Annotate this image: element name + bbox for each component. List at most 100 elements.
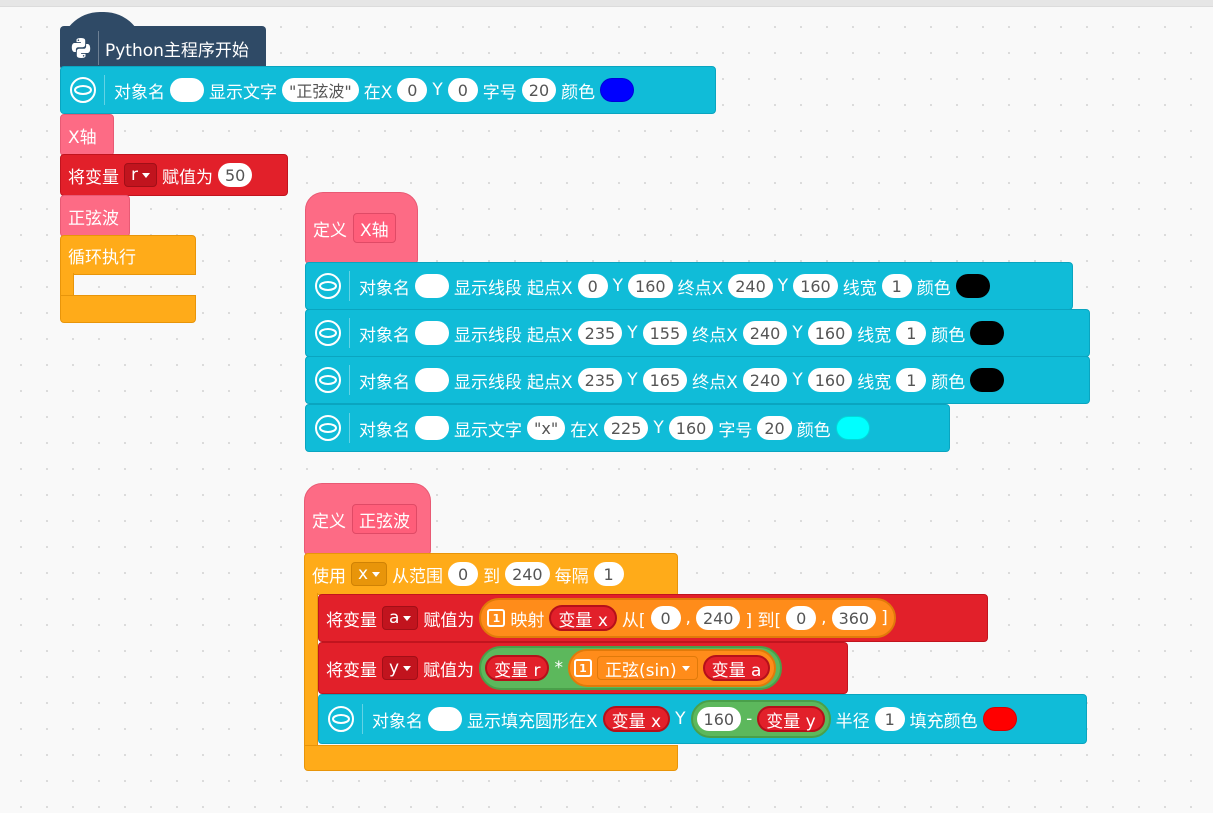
range-label: 从范围 — [392, 566, 444, 587]
display-line-block[interactable]: 对象名 显示线段 起点X 235 Y 165 终点X 240 Y 160 线宽 … — [305, 356, 1090, 404]
chevron-down-icon — [403, 615, 412, 621]
loop-variable-dropdown[interactable]: x — [351, 562, 388, 586]
for-range-block[interactable]: 使用 x 从范围 0 到 240 每隔 1 — [304, 553, 678, 771]
width-input[interactable]: 1 — [881, 274, 912, 298]
from-max-input[interactable]: 240 — [695, 606, 741, 630]
color-picker[interactable] — [835, 416, 870, 440]
variable-dropdown[interactable]: r — [124, 163, 157, 187]
obj-name-input[interactable] — [415, 321, 449, 345]
color-picker[interactable] — [970, 321, 1005, 345]
display-icon — [326, 704, 363, 734]
set-prefix: 将变量 — [68, 167, 119, 188]
sine-prototype[interactable]: 正弦波 — [352, 504, 417, 534]
display-line-block[interactable]: 对象名 显示线段 起点X 235 Y 155 终点X 240 Y 160 线宽 … — [305, 309, 1090, 357]
define-xaxis-hat[interactable]: 定义 X轴 — [305, 192, 418, 264]
color-picker[interactable] — [600, 78, 635, 102]
action-label: 显示线段 — [454, 325, 522, 346]
display-filled-circle-block[interactable]: 对象名 显示填充圆形在X 变量 x Y 160 - 变量 y 半径 1 填充颜色 — [318, 694, 1087, 744]
range-start-input[interactable]: 0 — [448, 562, 479, 586]
end-x-input[interactable]: 240 — [728, 274, 773, 298]
sin-reporter[interactable]: 1 正弦(sin) 变量 a — [567, 649, 777, 687]
action-label: 显示文字 — [454, 420, 522, 441]
variable-r-reporter[interactable]: 变量 r — [485, 655, 550, 681]
end-x-label: 终点X — [677, 278, 724, 299]
start-y-input[interactable]: 155 — [642, 321, 688, 345]
size-input[interactable]: 20 — [521, 78, 557, 102]
xaxis-prototype[interactable]: X轴 — [353, 213, 396, 243]
to-max-input[interactable]: 360 — [831, 606, 877, 630]
end-y-input[interactable]: 160 — [807, 368, 853, 392]
python-logo-icon — [64, 31, 99, 65]
start-y-input[interactable]: 165 — [642, 368, 688, 392]
x-input[interactable]: 0 — [397, 78, 428, 102]
obj-name-input[interactable] — [415, 416, 449, 440]
subtract-left-input[interactable]: 160 — [696, 707, 742, 731]
text-input[interactable]: "正弦波" — [282, 78, 359, 102]
to-label: ] 到[ — [745, 610, 782, 631]
color-picker[interactable] — [970, 368, 1005, 392]
obj-name-input[interactable] — [415, 368, 449, 392]
start-x-input[interactable]: 235 — [577, 368, 623, 392]
set-variable-a-block[interactable]: 将变量 a 赋值为 1 映射 变量 x 从[ 0 , 240 ] 到[ 0 , … — [318, 594, 988, 642]
start-x-input[interactable]: 235 — [577, 321, 623, 345]
y-input[interactable]: 0 — [447, 78, 478, 102]
set-variable-r-block[interactable]: 将变量 r 赋值为 50 — [60, 154, 288, 196]
python-main-hat[interactable]: Python主程序开始 — [60, 12, 266, 70]
display-icon — [313, 271, 350, 301]
display-text-block[interactable]: 对象名 显示文字 "x" 在X 225 Y 160 字号 20 颜色 — [305, 404, 950, 452]
width-input[interactable]: 1 — [896, 368, 927, 392]
obj-name-input[interactable] — [428, 707, 462, 731]
end-y-input[interactable]: 160 — [807, 321, 853, 345]
display-line-block[interactable]: 对象名 显示线段 起点X 0 Y 160 终点X 240 Y 160 线宽 1 … — [305, 262, 1073, 310]
obj-name-input[interactable] — [415, 274, 449, 298]
variable-x-reporter[interactable]: 变量 x — [602, 706, 671, 732]
color-picker[interactable] — [955, 274, 990, 298]
main-hat-label: Python主程序开始 — [105, 40, 249, 61]
forever-loop-block[interactable]: 循环执行 — [60, 235, 196, 323]
size-input[interactable]: 20 — [757, 416, 792, 440]
math-function-dropdown[interactable]: 正弦(sin) — [596, 656, 698, 681]
from-min-input[interactable]: 0 — [650, 606, 681, 630]
multiply-operator: * — [554, 658, 563, 678]
radius-input[interactable]: 1 — [874, 707, 905, 731]
display-text-block[interactable]: 对象名 显示文字 "正弦波" 在X 0 Y 0 字号 20 颜色 — [60, 66, 716, 114]
define-label: 定义 — [312, 511, 346, 532]
multiply-reporter[interactable]: 变量 r * 1 正弦(sin) 变量 a — [479, 646, 783, 690]
call-sine-block[interactable]: 正弦波 — [60, 195, 130, 237]
set-prefix: 将变量 — [326, 660, 377, 681]
step-input[interactable]: 1 — [593, 562, 624, 586]
variable-dropdown[interactable]: a — [382, 606, 419, 630]
y-label: Y — [675, 709, 686, 729]
end-y-input[interactable]: 160 — [793, 274, 838, 298]
start-x-label: 起点X — [527, 325, 573, 346]
map-reporter[interactable]: 1 映射 变量 x 从[ 0 , 240 ] 到[ 0 , 360 ] — [479, 598, 896, 638]
variable-x-reporter[interactable]: 变量 x — [549, 605, 617, 631]
chevron-down-icon — [142, 172, 150, 178]
end-x-input[interactable]: 240 — [742, 321, 788, 345]
start-y-input[interactable]: 160 — [628, 274, 673, 298]
display-icon — [313, 365, 350, 395]
call-xaxis-block[interactable]: X轴 — [60, 114, 114, 156]
color-picker[interactable] — [982, 707, 1017, 731]
width-input[interactable]: 1 — [896, 321, 927, 345]
value-input[interactable]: 50 — [218, 163, 253, 187]
obj-name-input[interactable] — [170, 78, 204, 102]
end-x-input[interactable]: 240 — [742, 368, 788, 392]
set-variable-y-block[interactable]: 将变量 y 赋值为 变量 r * 1 正弦(sin) 变量 a — [318, 642, 848, 694]
variable-y-reporter[interactable]: 变量 y — [757, 706, 825, 732]
subtract-reporter[interactable]: 160 - 变量 y — [690, 700, 831, 738]
variable-a-reporter[interactable]: 变量 a — [702, 655, 771, 681]
close-bracket: ] — [881, 608, 888, 628]
start-x-input[interactable]: 0 — [577, 274, 608, 298]
range-end-input[interactable]: 240 — [505, 562, 550, 586]
to-min-input[interactable]: 0 — [786, 606, 817, 630]
y-input[interactable]: 160 — [668, 416, 714, 440]
end-x-label: 终点X — [692, 325, 738, 346]
from-label: 从[ — [621, 610, 646, 631]
y-label: Y — [777, 276, 789, 296]
text-input[interactable]: "x" — [527, 416, 566, 440]
define-sine-hat[interactable]: 定义 正弦波 — [304, 483, 431, 555]
obj-label: 对象名 — [114, 82, 165, 103]
x-input[interactable]: 225 — [603, 416, 649, 440]
variable-dropdown[interactable]: y — [382, 656, 419, 680]
